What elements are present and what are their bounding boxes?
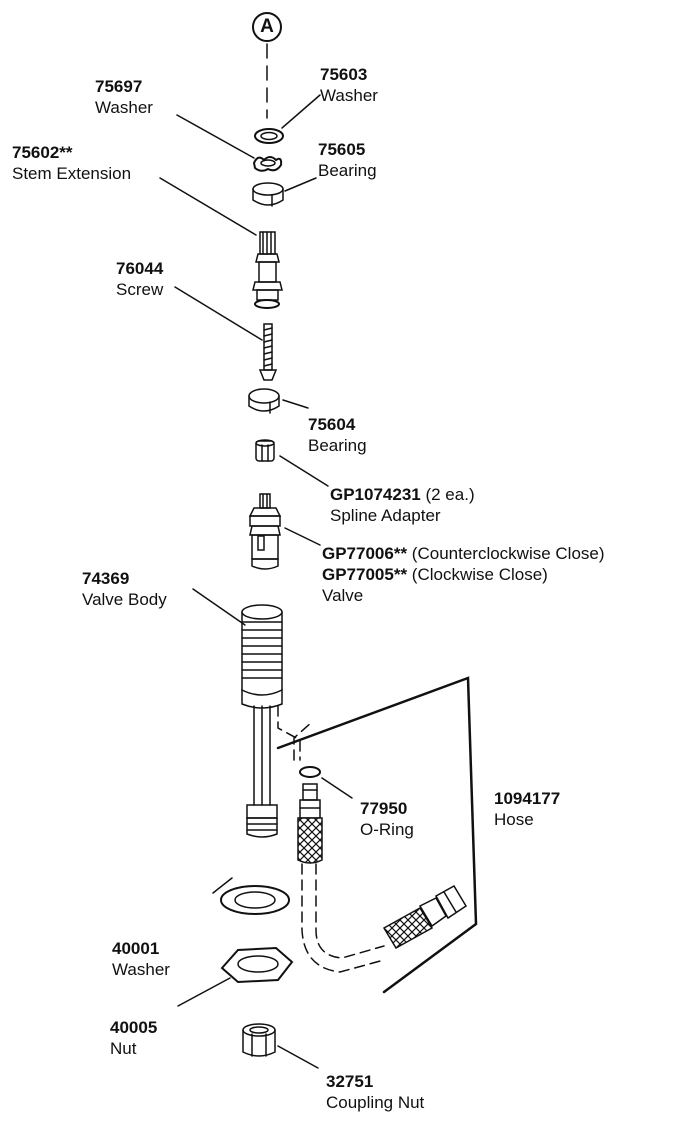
part-name: Stem Extension — [12, 164, 132, 183]
hose-fitting-lower — [418, 884, 468, 928]
part-name: Bearing — [308, 436, 367, 455]
label-40001: 40001 Washer — [112, 938, 170, 980]
part-name: Washer — [320, 86, 378, 105]
label-75605: 75605 Bearing — [318, 139, 377, 181]
label-75603: 75603 Washer — [320, 64, 378, 106]
part-name: Valve — [322, 586, 364, 605]
screw-76044-part — [258, 323, 278, 381]
washer-75697-part — [252, 156, 283, 172]
label-75604: 75604 Bearing — [308, 414, 367, 456]
part-name: Hose — [494, 810, 534, 829]
nut-40005-part — [220, 946, 294, 984]
part-number: GP77005** — [322, 565, 408, 584]
hose-frame — [276, 676, 478, 994]
label-75697: 75697 Washer — [95, 76, 153, 118]
callout-a-marker: A — [252, 12, 282, 42]
part-name: Bearing — [318, 161, 377, 180]
part-name: Valve Body — [82, 590, 167, 609]
part-number: GP1074231 — [330, 485, 421, 504]
part-name: Coupling Nut — [326, 1093, 425, 1112]
part-number: 75602** — [12, 143, 73, 162]
part-variant-note: (Counterclockwise Close) — [407, 544, 605, 563]
part-name: O-Ring — [360, 820, 414, 839]
part-number: 75605 — [318, 140, 366, 159]
washer-40001-part — [220, 885, 290, 915]
label-1094177: 1094177 Hose — [494, 788, 560, 830]
part-number: 40005 — [110, 1018, 158, 1037]
label-gp1074231: GP1074231 (2 ea.) Spline Adapter — [330, 484, 475, 526]
part-name: Washer — [112, 960, 170, 979]
hose-fitting-upper — [299, 783, 321, 819]
label-gp77006-gp77005: GP77006** (Counterclockwise Close) GP770… — [322, 543, 605, 606]
part-quantity-note: (2 ea.) — [420, 485, 475, 504]
bearing-75605-part — [252, 182, 284, 207]
part-number: 76044 — [116, 259, 164, 278]
part-number: 40001 — [112, 939, 160, 958]
valve-body-part — [241, 604, 283, 838]
valve-cartridge-part — [248, 493, 282, 570]
part-number: 75604 — [308, 415, 356, 434]
coupling-nut-part — [242, 1023, 276, 1057]
bearing-75604-part — [248, 388, 280, 414]
label-40005: 40005 Nut — [110, 1017, 157, 1059]
part-number: 75603 — [320, 65, 368, 84]
part-name: Spline Adapter — [330, 506, 441, 525]
part-number: 32751 — [326, 1072, 374, 1091]
hose-tube — [301, 863, 385, 973]
label-77950: 77950 O-Ring — [360, 798, 414, 840]
stem-extension-75602-part — [252, 231, 283, 309]
part-variant-note: (Clockwise Close) — [407, 565, 548, 584]
label-76044: 76044 Screw — [116, 258, 163, 300]
part-number: GP77006** — [322, 544, 408, 563]
hose-braid-lower — [382, 906, 434, 950]
o-ring-part — [299, 766, 321, 778]
part-name: Screw — [116, 280, 164, 299]
part-number: 77950 — [360, 799, 408, 818]
label-32751: 32751 Coupling Nut — [326, 1071, 424, 1113]
water-path — [277, 705, 313, 761]
part-name: Washer — [95, 98, 153, 117]
spline-adapter-part — [255, 439, 275, 462]
part-number: 1094177 — [494, 789, 561, 808]
part-number: 75697 — [95, 77, 143, 96]
label-74369: 74369 Valve Body — [82, 568, 167, 610]
part-name: Nut — [110, 1039, 137, 1058]
hose-braid-upper — [297, 817, 323, 864]
part-number: 74369 — [82, 569, 130, 588]
label-75602: 75602** Stem Extension — [12, 142, 131, 184]
washer-75603-part — [254, 128, 284, 144]
